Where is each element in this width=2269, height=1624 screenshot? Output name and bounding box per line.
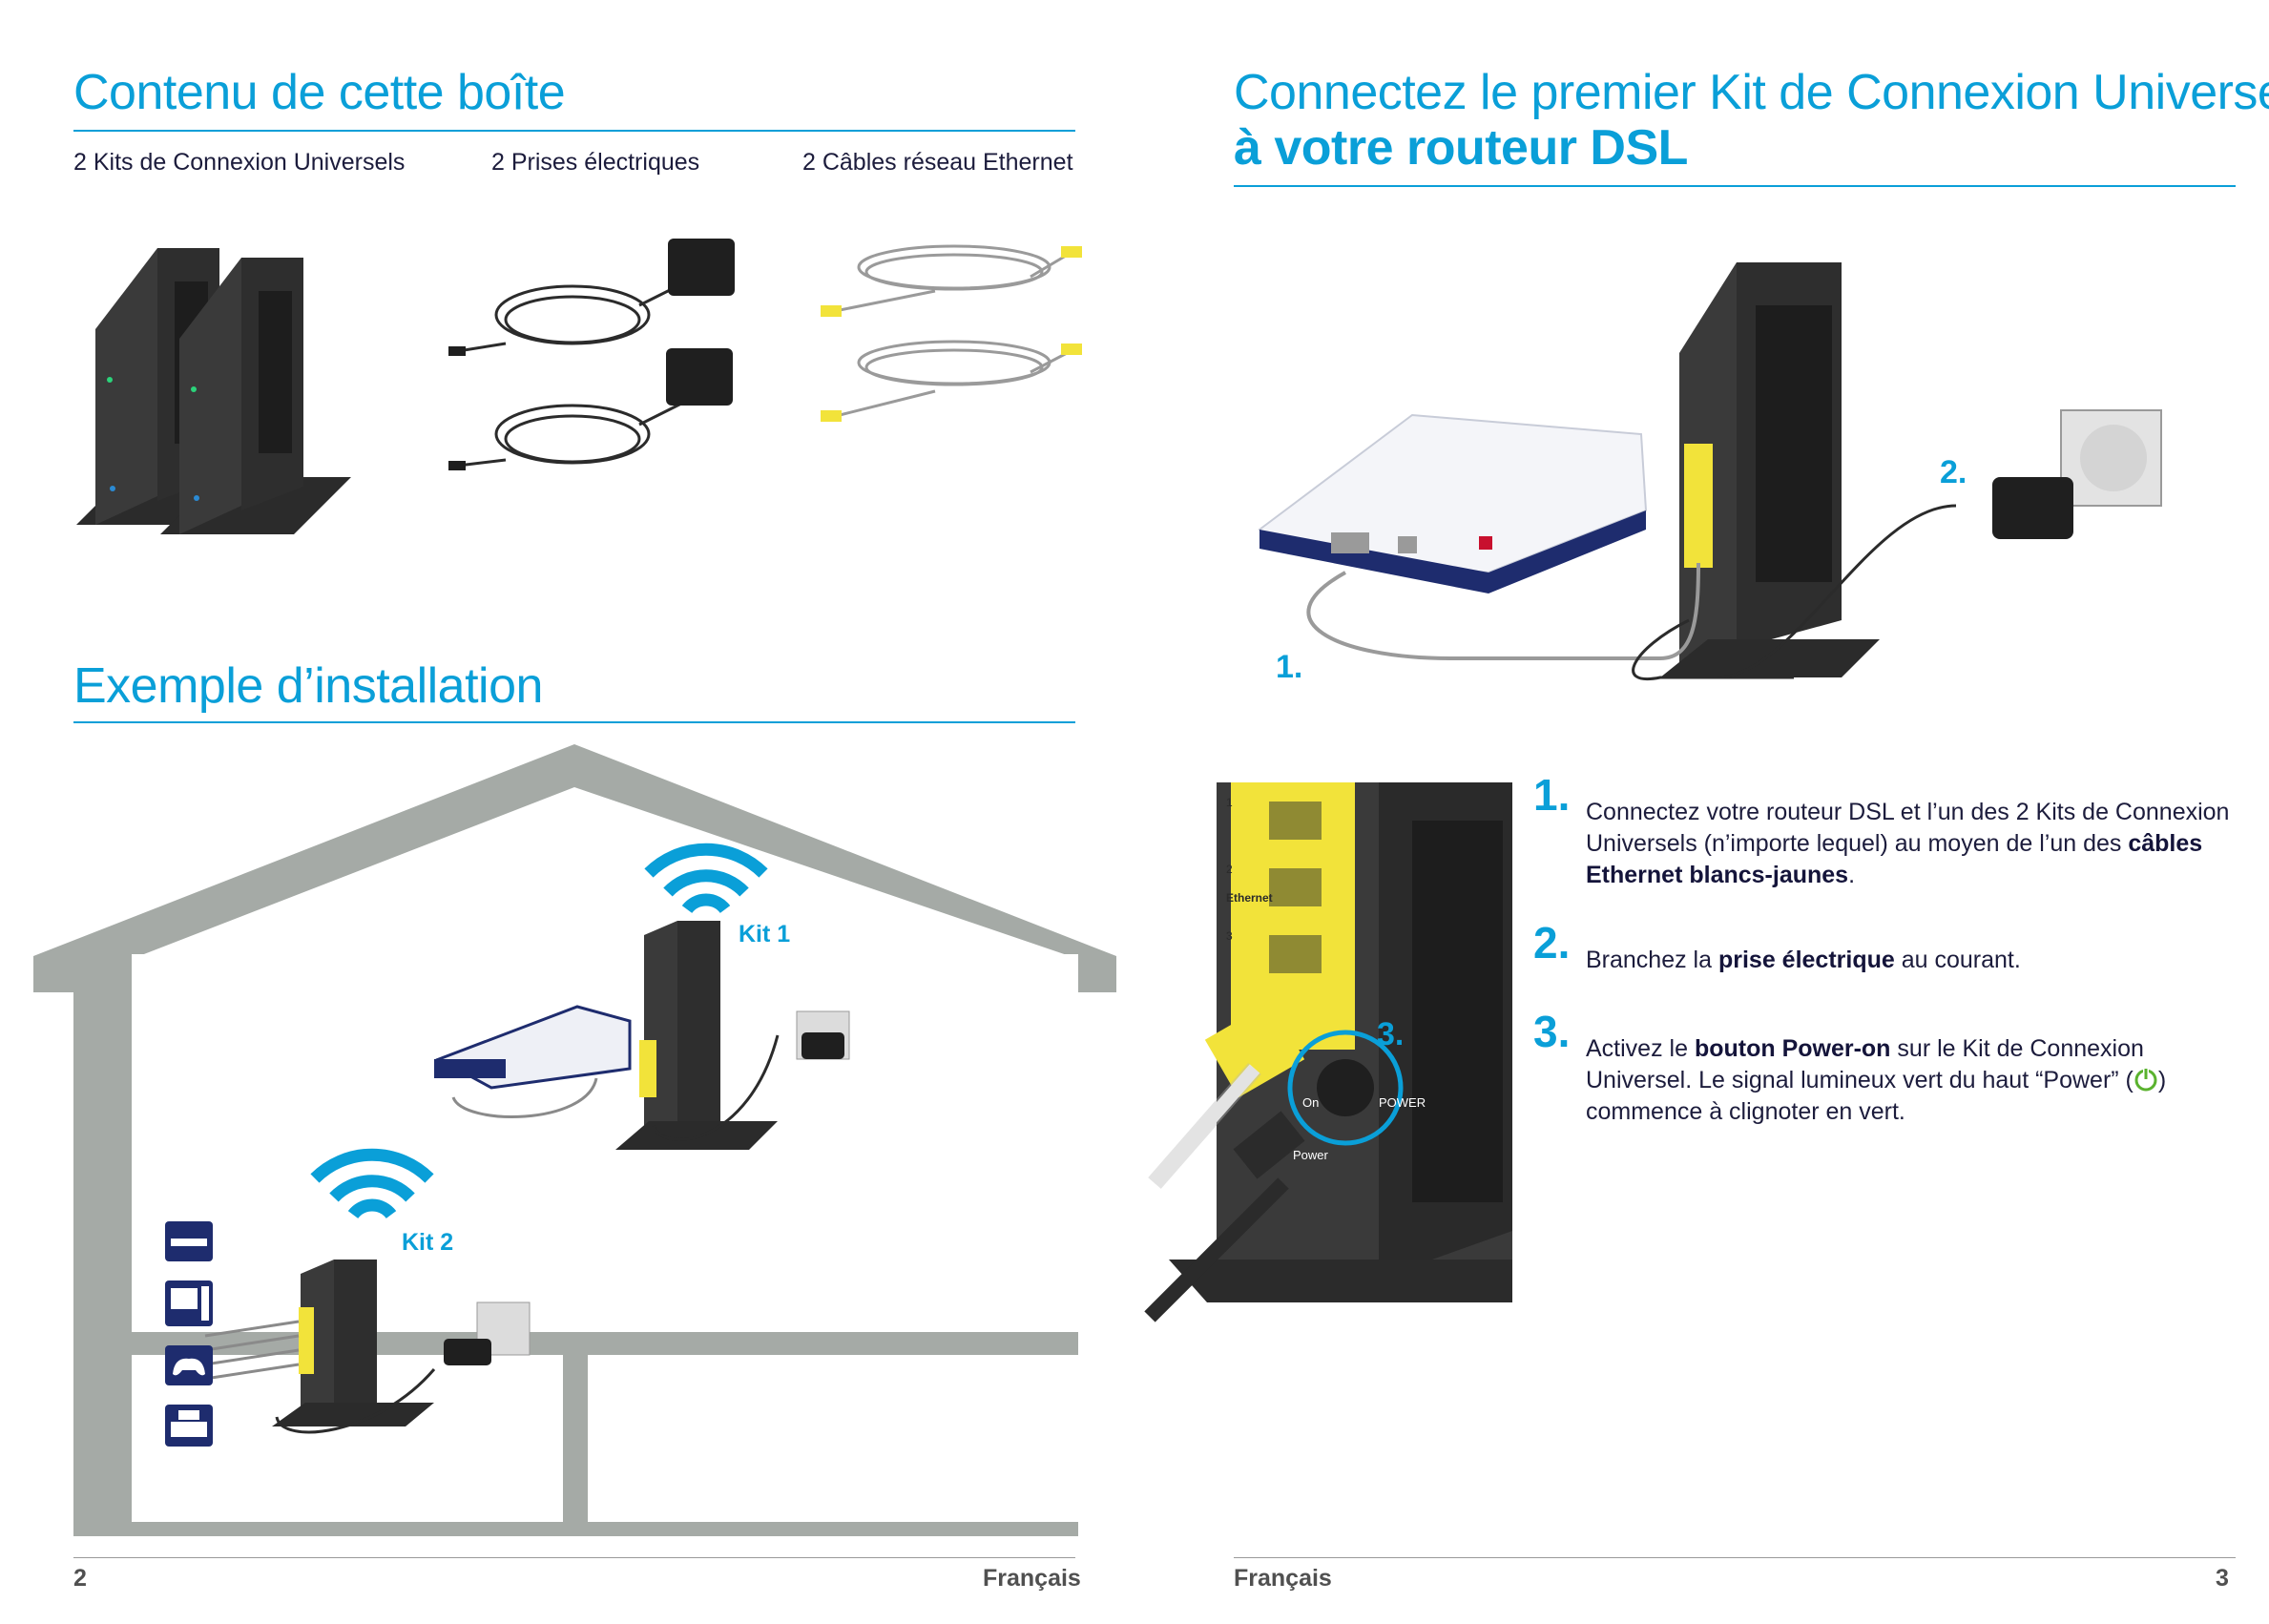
diagram-label-2: 2. (1940, 454, 1967, 490)
diagram-label-3: 3. (1377, 1016, 1405, 1052)
step-bold-text: câbles Ethernet blancs-jaunes (1586, 830, 2203, 888)
printer-icon (165, 1405, 213, 1447)
footer-rule (73, 1557, 1075, 1558)
step-2: 2. Branchez la prise électrique au coura… (1533, 921, 2242, 976)
connect-title-line2: à votre routeur DSL (1234, 120, 1688, 176)
step-number: 3. (1533, 1007, 1571, 1056)
closeup-port-2: 2 (1226, 863, 1233, 876)
step-bold-text: bouton Power-on (1694, 1035, 1891, 1062)
box-item-kits: 2 Kits de Connexion Universels (73, 149, 406, 176)
title-rule (73, 721, 1075, 723)
step-text: Branchez la (1586, 947, 1718, 973)
step-3: 3. Activez le bouton Power-on sur le Kit… (1533, 1010, 2242, 1128)
kit1-label: Kit 1 (739, 921, 791, 947)
box-item-ethernet-cables: 2 Câbles réseau Ethernet (802, 149, 1073, 176)
closeup-port-1: 1 (1226, 796, 1233, 809)
wifi-icon (310, 1148, 434, 1219)
setup-diagram (1258, 262, 2162, 680)
language-label: Français (1234, 1565, 1332, 1592)
power-plugs-illustration (448, 239, 735, 470)
step-text: ) commence à clignoter en vert. (1586, 1067, 2167, 1125)
step-text: au courant. (1894, 947, 2021, 973)
page-number: 3 (2216, 1565, 2229, 1592)
diagram-label-1: 1. (1276, 649, 1303, 685)
tv-box-icon (165, 1221, 213, 1261)
step-text: sur le Kit de Connexion Universel. Le si… (1586, 1035, 2144, 1093)
ethernet-cables-illustration (821, 244, 1082, 422)
kit2-scene (204, 1260, 531, 1434)
kit1-scene (434, 921, 850, 1150)
gamepad-icon (165, 1345, 213, 1385)
connect-title-line1: Connectez le premier Kit de Connexion Un… (1234, 65, 2269, 120)
language-label: Français (983, 1565, 1081, 1592)
step-text: . (1848, 862, 1856, 888)
step-1: 1. Connectez votre routeur DSL et l’un d… (1533, 773, 2242, 891)
closeup-illustration: 1 2 3 Ethernet On POWER Power (1144, 782, 1512, 1322)
title-rule (1234, 185, 2236, 187)
box-contents-title: Contenu de cette boîte (73, 65, 566, 120)
closeup-power-jack-label: Power (1293, 1148, 1329, 1162)
closeup-ethernet-label: Ethernet (1226, 891, 1273, 905)
page-number: 2 (73, 1565, 87, 1592)
step-number: 2. (1533, 918, 1571, 968)
footer-rule (1234, 1557, 2236, 1558)
closeup-port-3: 3 (1226, 929, 1233, 943)
kits-illustration (76, 248, 351, 534)
box-item-power-plugs: 2 Prises électriques (491, 149, 700, 176)
power-icon (2134, 1067, 2157, 1092)
step-bold-text: prise électrique (1717, 947, 1895, 973)
step-number: 1. (1533, 770, 1571, 820)
house-diagram (33, 744, 1116, 1624)
installation-title: Exemple d’installation (73, 658, 543, 714)
step-text: Activez le (1586, 1035, 1695, 1062)
computer-icon (165, 1280, 213, 1326)
closeup-power-label: POWER (1379, 1095, 1426, 1110)
kit2-label: Kit 2 (402, 1229, 454, 1256)
step-text: Connectez votre routeur DSL et l’un des … (1586, 799, 2230, 857)
title-rule (73, 130, 1075, 132)
wifi-icon (644, 843, 768, 914)
closeup-on-label: On (1302, 1095, 1319, 1110)
